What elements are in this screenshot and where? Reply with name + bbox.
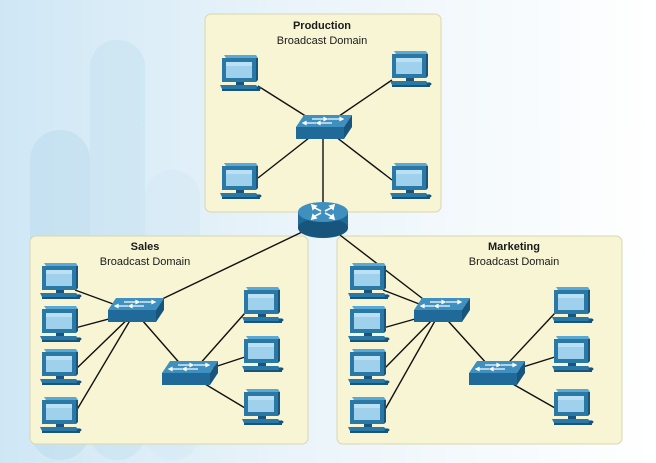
computer-icon [40,306,82,342]
link-router-sales-switch [134,221,324,313]
computer-icon [40,397,82,433]
computer-icon [220,163,262,199]
switch-icon [468,360,526,386]
marketing-domain-subtitle: Broadcast Domain [469,256,560,268]
production-domain-name: Production [293,20,351,32]
switch-icon [107,297,165,323]
computer-icon [242,389,284,425]
sales-domain-name: Sales [131,241,160,253]
computer-icon [348,349,390,385]
link-sales-switch-pc4 [74,311,136,414]
computer-icon [390,163,432,199]
switch-icon [161,360,219,386]
router-icon [297,201,349,239]
marketing-domain-name: Marketing [488,241,540,253]
switch-icon [413,297,471,323]
computer-icon [40,349,82,385]
computer-icon [348,263,390,299]
switch-icon [295,114,353,140]
sales-domain-subtitle: Broadcast Domain [100,256,191,268]
computer-icon [348,306,390,342]
computer-icon [348,397,390,433]
computer-icon [220,55,262,91]
computer-icon [390,51,432,87]
computer-icon [552,287,594,323]
computer-icon [242,287,284,323]
computer-icon [552,336,594,372]
computer-icon [40,263,82,299]
computer-icon [552,389,594,425]
sales-broadcast-domain [29,235,309,445]
computer-icon [242,336,284,372]
production-domain-subtitle: Broadcast Domain [277,35,368,47]
link-marketing-switch-pc4 [382,311,441,414]
